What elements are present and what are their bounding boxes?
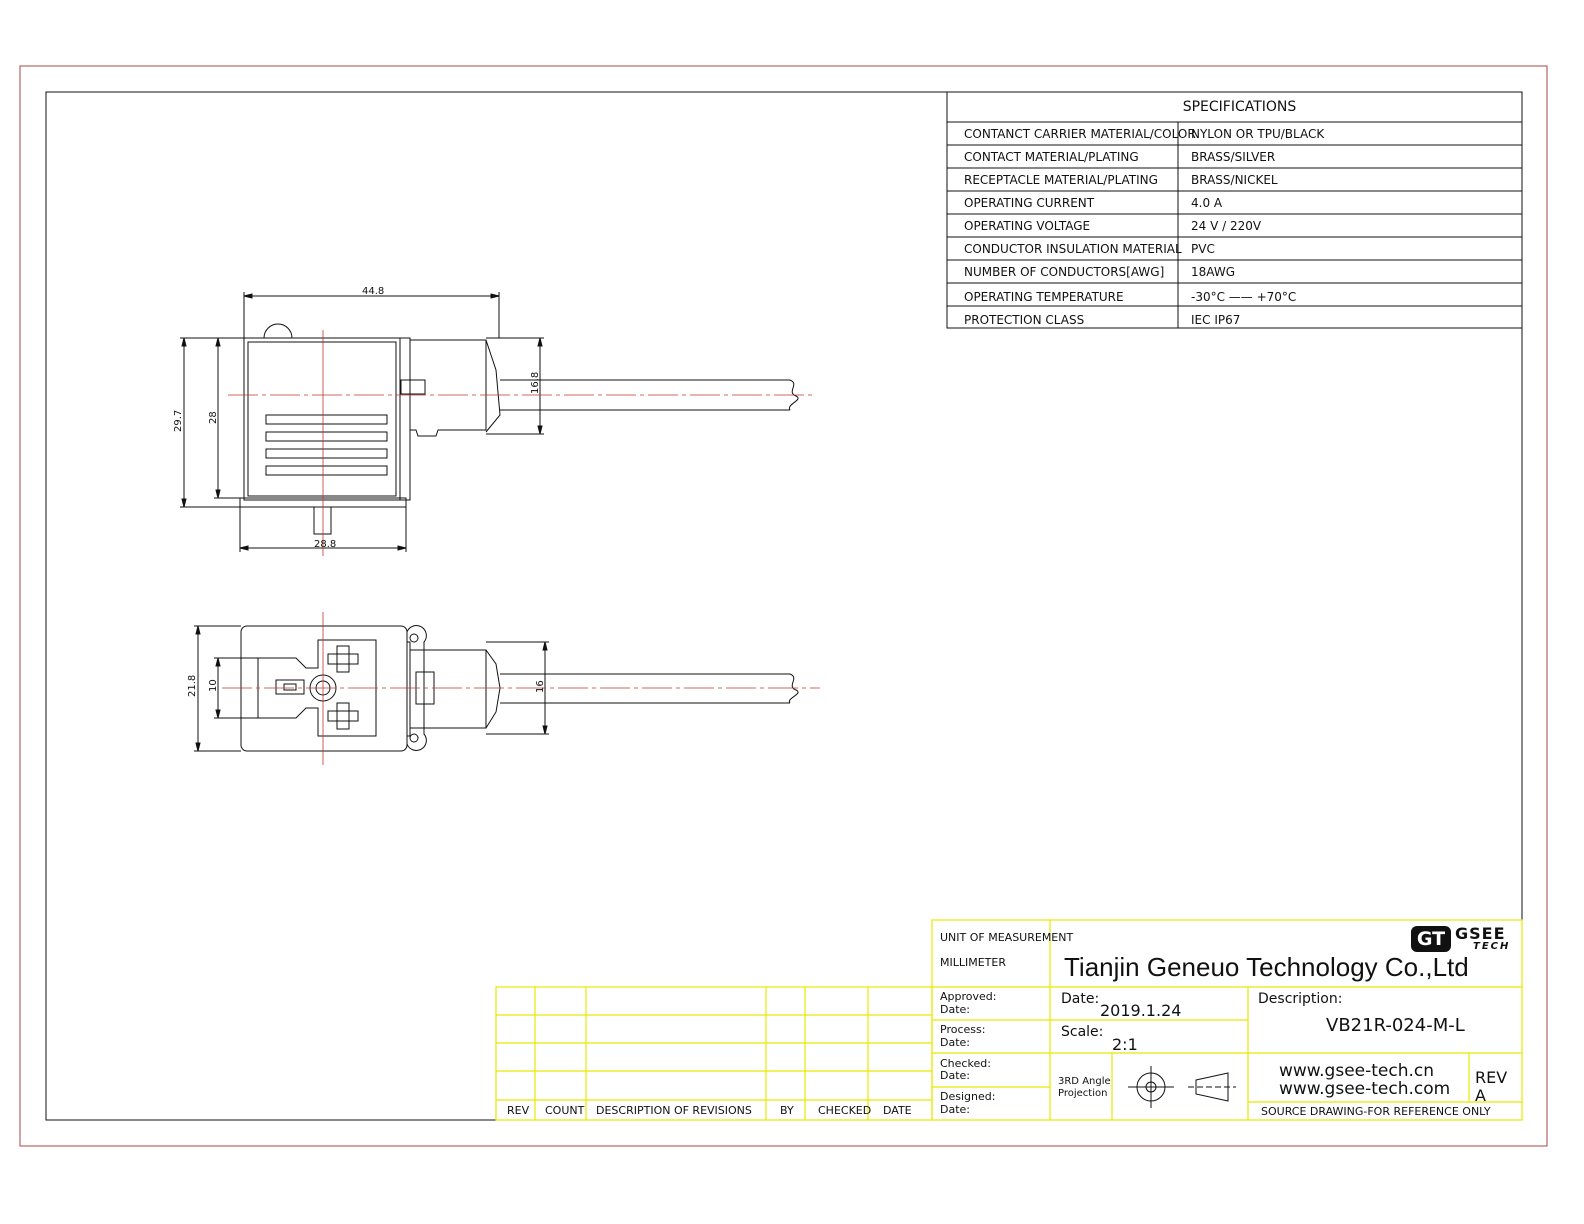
title-block-grid [495, 919, 1523, 1121]
process-label: Process: [940, 1023, 986, 1036]
scale-value: 2:1 [1112, 1035, 1138, 1054]
website-cn-link[interactable]: www.gsee-tech.cn [1279, 1061, 1435, 1081]
projection-line2: Projection [1058, 1088, 1108, 1099]
spec-value: BRASS/SILVER [1191, 150, 1276, 164]
designed-date-label: Date: [940, 1103, 970, 1116]
part-number: VB21R-024-M-L [1326, 1015, 1465, 1036]
dim-side-base: 28.8 [314, 539, 336, 550]
company-logo: GT GSEE TECH [1411, 924, 1515, 954]
date-value: 2019.1.24 [1100, 1001, 1182, 1020]
spec-value: 4.0 A [1191, 196, 1223, 210]
website-com-link[interactable]: www.gsee-tech.com [1279, 1079, 1451, 1099]
spec-row: CONDUCTOR INSULATION MATERIAL PVC [947, 237, 1522, 260]
spec-row: OPERATING VOLTAGE 24 V / 220V [947, 214, 1522, 237]
rev-header-by: BY [780, 1104, 794, 1117]
spec-table-grid [946, 91, 1523, 329]
spec-label: OPERATING CURRENT [964, 196, 1095, 210]
spec-row: NUMBER OF CONDUCTORS[AWG] 18AWG [947, 260, 1522, 283]
rev-header-date: DATE [883, 1104, 912, 1117]
spec-title: SPECIFICATIONS [1182, 99, 1297, 115]
spec-row: RECEPTACLE MATERIAL/PLATING BRASS/NICKEL [947, 168, 1522, 191]
spec-row: CONTACT MATERIAL/PLATING BRASS/SILVER [947, 145, 1522, 168]
logo-mark: GT [1411, 926, 1451, 952]
process-date-label: Date: [940, 1036, 970, 1049]
designed-label: Designed: [940, 1090, 996, 1103]
spec-row: OPERATING CURRENT 4.0 A [947, 191, 1522, 214]
rev-value: A [1475, 1086, 1486, 1105]
date-label: Date: [1061, 991, 1100, 1007]
checked-date-label: Date: [940, 1069, 970, 1082]
spec-label: NUMBER OF CONDUCTORS[AWG] [964, 265, 1165, 279]
approved-label: Approved: [940, 990, 997, 1003]
description-label: Description: [1258, 991, 1343, 1007]
side-centerlines [228, 330, 815, 556]
approved-date-label: Date: [940, 1003, 970, 1016]
rev-header-count: COUNT [545, 1104, 585, 1117]
dim-side-height-outer: 29.7 [173, 410, 184, 432]
dim-side-cable: 16.8 [530, 372, 541, 394]
spec-value: 18AWG [1191, 265, 1235, 279]
spec-value: -30°C —— +70°C [1191, 290, 1297, 304]
spec-label: CONDUCTOR INSULATION MATERIAL [964, 242, 1182, 256]
spec-value: IEC IP67 [1191, 313, 1241, 327]
rev-label: REV [1475, 1068, 1508, 1087]
logo-sub: TECH [1473, 941, 1511, 952]
spec-label: CONTACT MATERIAL/PLATING [964, 150, 1139, 164]
dim-side-width: 44.8 [362, 286, 384, 297]
checked-label: Checked: [940, 1057, 991, 1070]
rev-header-description: DESCRIPTION OF REVISIONS [596, 1104, 752, 1117]
spec-label: PROTECTION CLASS [964, 313, 1085, 327]
spec-value: PVC [1191, 242, 1215, 256]
unit-label: UNIT OF MEASUREMENT [940, 931, 1074, 944]
spec-label: OPERATING TEMPERATURE [964, 290, 1124, 304]
dim-front-height-outer: 21.8 [187, 675, 198, 697]
outer-border [19, 65, 1548, 1147]
dim-front-height-inner: 10 [208, 679, 219, 692]
side-view [180, 292, 799, 552]
scale-label: Scale: [1061, 1024, 1104, 1040]
company-name: Tianjin Geneuo Technology Co.,Ltd [1064, 952, 1469, 982]
dim-front-cable: 16 [535, 680, 546, 693]
front-centerlines [222, 612, 820, 765]
source-note: SOURCE DRAWING-FOR REFERENCE ONLY [1261, 1105, 1491, 1118]
spec-value: 24 V / 220V [1191, 219, 1262, 233]
spec-value: BRASS/NICKEL [1191, 173, 1278, 187]
unit-value: MILLIMETER [940, 956, 1006, 969]
spec-label: RECEPTACLE MATERIAL/PLATING [964, 173, 1158, 187]
projection-line1: 3RD Angle [1058, 1076, 1111, 1087]
spec-label: CONTANCT CARRIER MATERIAL/COLOR [964, 127, 1196, 141]
spec-value: NYLON OR TPU/BLACK [1191, 127, 1325, 141]
rev-header-checked: CHECKED [818, 1104, 872, 1117]
dim-side-height-inner: 28 [208, 411, 219, 424]
spec-row: PROTECTION CLASS IEC IP67 [947, 308, 1522, 331]
spec-row: OPERATING TEMPERATURE -30°C —— +70°C [947, 285, 1522, 308]
projection-symbol-icon [1128, 1066, 1236, 1108]
spec-row: CONTANCT CARRIER MATERIAL/COLOR NYLON OR… [947, 122, 1522, 145]
rev-header-rev: REV [507, 1104, 530, 1117]
spec-label: OPERATING VOLTAGE [964, 219, 1091, 233]
logo-name: GSEE [1455, 924, 1506, 943]
